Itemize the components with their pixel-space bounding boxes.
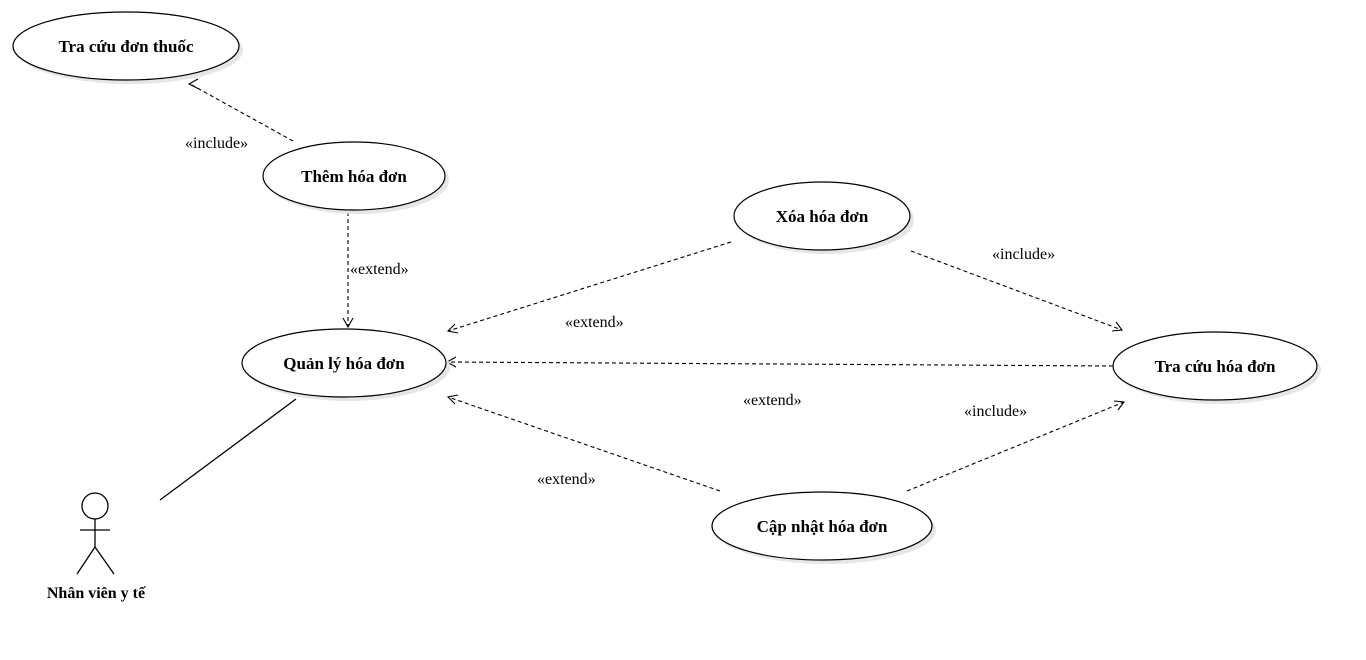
- label-include: «include»: [964, 403, 1027, 420]
- use-case-label: Cập nhật hóa đơn: [757, 517, 888, 536]
- relation-xoa-include-tracuuhoadon: [910, 250, 1124, 332]
- relation-them-extend-quanly: [342, 212, 354, 329]
- use-case-quan-ly-hoa-don[interactable]: Quản lý hóa đơn: [241, 328, 450, 401]
- label-include: «include»: [992, 246, 1055, 263]
- relation-xoa-extend-quanly: [446, 241, 732, 334]
- relation-tracuuhoadon-extend-quanly: [445, 356, 1114, 368]
- relation-capnhat-include-tracuuhoadon: [906, 400, 1126, 492]
- label-extend: «extend»: [350, 261, 409, 278]
- label-extend: «extend»: [743, 392, 802, 409]
- label-extend: «extend»: [565, 314, 624, 331]
- use-case-label: Tra cứu hóa đơn: [1155, 357, 1276, 376]
- relation-them-include-tracuudonthuoc: [187, 78, 294, 142]
- use-case-them-hoa-don[interactable]: Thêm hóa đơn: [262, 141, 449, 214]
- use-case-cap-nhat-hoa-don[interactable]: Cập nhật hóa đơn: [711, 491, 936, 564]
- use-case-tra-cuu-don-thuoc[interactable]: Tra cứu đơn thuốc: [12, 11, 243, 84]
- stick-figure-icon: [76, 492, 115, 575]
- use-case-label: Xóa hóa đơn: [776, 207, 869, 226]
- relation-capnhat-extend-quanly: [446, 394, 721, 492]
- label-include: «include»: [185, 135, 248, 152]
- use-case-xoa-hoa-don[interactable]: Xóa hóa đơn: [733, 181, 914, 254]
- use-case-label: Tra cứu đơn thuốc: [58, 37, 193, 56]
- use-case-label: Quản lý hóa đơn: [283, 354, 405, 373]
- actor-label: Nhân viên y tế: [47, 585, 146, 602]
- actor-nhan-vien-y-te[interactable]: Nhân viên y tế: [47, 492, 146, 602]
- actor-association-line: [159, 398, 297, 501]
- label-extend: «extend»: [537, 471, 596, 488]
- use-case-label: Thêm hóa đơn: [301, 167, 407, 186]
- use-case-tra-cuu-hoa-don[interactable]: Tra cứu hóa đơn: [1112, 331, 1321, 404]
